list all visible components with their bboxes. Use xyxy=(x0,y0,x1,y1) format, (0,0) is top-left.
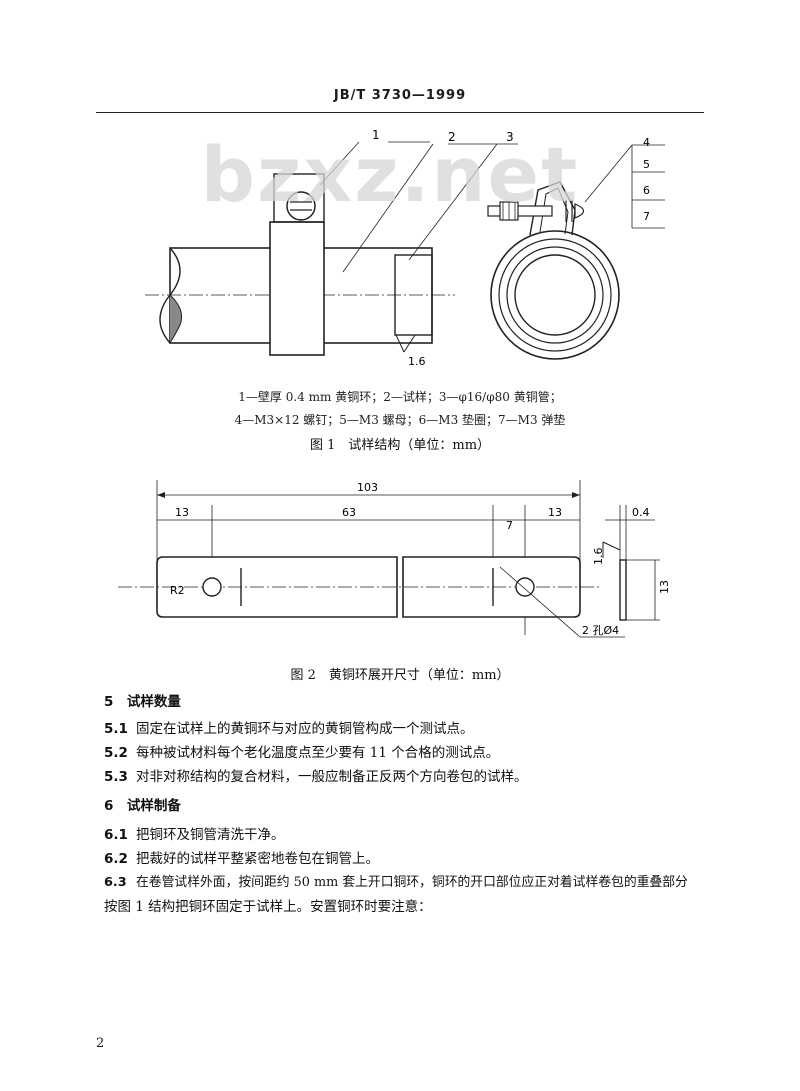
clause-5-3: 5.3 对非对称结构的复合材料，一般应制备正反两个方向卷包的试样。 xyxy=(104,766,704,788)
clause-6-1: 6.1 把铜环及铜管清洗干净。 xyxy=(104,824,704,846)
dim-left: 13 xyxy=(175,506,189,519)
figure-1-legend-line-2: 4—M3×12 螺钉；5—M3 螺母；6—M3 垫圈；7—M3 弹垫 xyxy=(234,413,566,427)
roughness-label-fig1: 1.6 xyxy=(408,355,426,368)
dim-radius: R2 xyxy=(170,584,185,597)
dim-holes: 2 孔Ø4 xyxy=(582,624,619,637)
figure-1-caption: 图 1 试样结构（单位：mm） xyxy=(309,438,491,453)
callout-5: 5 xyxy=(643,158,650,171)
callout-1: 1 xyxy=(372,128,380,142)
clause-number: 6.2 xyxy=(104,851,128,867)
dim-height: 13 xyxy=(658,580,671,594)
callout-3: 3 xyxy=(506,130,514,144)
clause-text: 固定在试样上的黄铜环与对应的黄铜管构成一个测试点。 xyxy=(136,721,474,737)
callout-7: 7 xyxy=(643,210,650,223)
clause-6-3: 6.3 在卷管试样外面，按间距约 50 mm 套上开口铜环，铜环的开口部位应正对着… xyxy=(104,872,704,894)
clause-number: 5.2 xyxy=(104,745,128,761)
clause-number: 5.1 xyxy=(104,721,128,737)
clause-text: 把铜环及铜管清洗干净。 xyxy=(136,827,285,843)
dim-total: 103 xyxy=(357,481,378,494)
dim-middle: 63 xyxy=(342,506,356,519)
clause-6-2: 6.2 把裁好的试样平整紧密地卷包在铜管上。 xyxy=(104,848,704,870)
callout-4: 4 xyxy=(643,136,650,149)
clause-6-3-continuation: 按图 1 结构把铜环固定于试样上。安置铜环时要注意： xyxy=(104,899,432,915)
clause-text: 每种被试材料每个老化温度点至少要有 11 个合格的测试点。 xyxy=(136,745,500,761)
figure-1-legend-line-1: 1—壁厚 0.4 mm 黄铜环；2—试样；3—φ16/φ80 黄铜管； xyxy=(238,390,562,404)
figure-2-drawing: 103 13 63 7 13 0.4 13 R2 2 孔Ø4 1.6 xyxy=(118,480,671,638)
clause-number: 5.3 xyxy=(104,769,128,785)
section-6-title: 6 试样制备 xyxy=(104,798,181,814)
clause-text: 把裁好的试样平整紧密地卷包在铜管上。 xyxy=(136,851,379,867)
roughness-label-fig2: 1.6 xyxy=(592,548,605,566)
figure-1-drawing: 1 2 3 4 5 6 7 1.6 xyxy=(145,128,665,368)
clause-5-1: 5.1 固定在试样上的黄铜环与对应的黄铜管构成一个测试点。 xyxy=(104,718,704,740)
dim-thickness: 0.4 xyxy=(632,506,650,519)
clause-text: 对非对称结构的复合材料，一般应制备正反两个方向卷包的试样。 xyxy=(136,769,528,785)
header-rule xyxy=(96,112,704,113)
figure-2-caption: 图 2 黄铜环展开尺寸（单位：mm） xyxy=(290,668,510,683)
clause-number: 6.3 xyxy=(104,875,127,890)
clause-text: 在卷管试样外面，按间距约 50 mm 套上开口铜环，铜环的开口部位应正对着试样卷… xyxy=(136,875,688,890)
dim-right: 13 xyxy=(548,506,562,519)
page-number: 2 xyxy=(96,1036,105,1051)
callout-2: 2 xyxy=(448,130,456,144)
page-header: JB/T 3730—1999 xyxy=(333,88,467,103)
clause-number: 6.1 xyxy=(104,827,128,843)
section-5-title: 5 试样数量 xyxy=(104,694,181,710)
clause-5-2: 5.2 每种被试材料每个老化温度点至少要有 11 个合格的测试点。 xyxy=(104,742,704,764)
callout-6: 6 xyxy=(643,184,650,197)
dim-gap: 7 xyxy=(506,519,513,532)
